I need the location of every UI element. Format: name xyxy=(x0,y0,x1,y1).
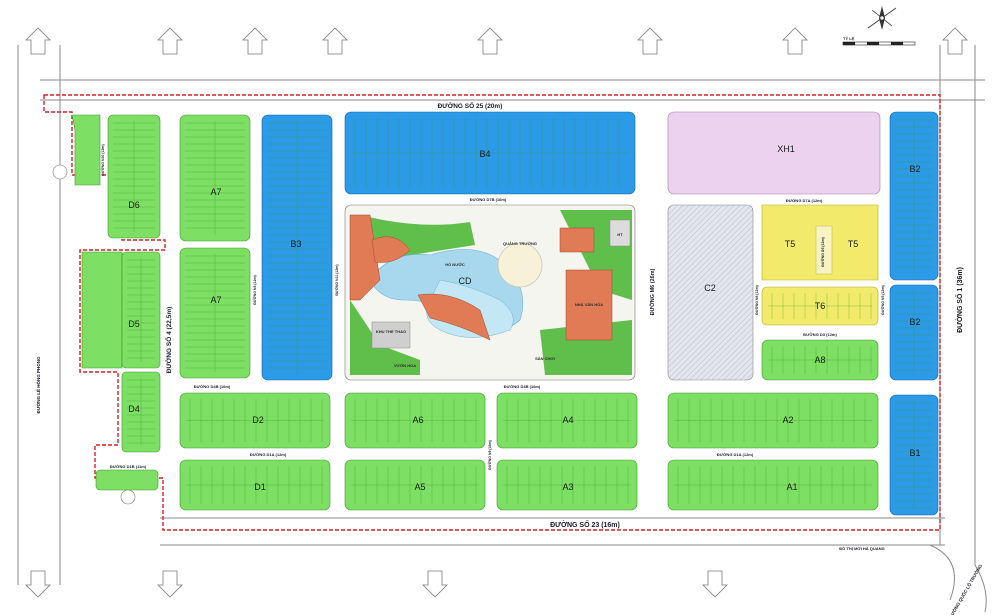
label-a6: A6 xyxy=(412,415,423,425)
road-arrow-up-icon xyxy=(157,27,183,55)
park-playground-label: SÂN CHƠI xyxy=(535,356,555,361)
road-d7a: ĐƯỜNG D7A (12m) xyxy=(786,198,823,203)
road-arrow-up-icon xyxy=(322,27,348,55)
road-arrow-up-icon xyxy=(637,27,663,55)
block-group-d7-d6 xyxy=(71,114,161,239)
road-d1a-right: ĐƯỜNG D1A (12m) xyxy=(717,452,754,457)
label-b1: B1 xyxy=(909,448,920,458)
road-n8: ĐƯỜNG N8 (12m) xyxy=(754,285,759,314)
label-b4: B4 xyxy=(479,149,490,159)
plaza xyxy=(497,242,543,288)
label-a8: A8 xyxy=(814,355,825,365)
road-d1b: ĐƯỜNG D1B (11m) xyxy=(110,464,147,469)
road-d7b: ĐƯỜNG D7B (16m) xyxy=(470,197,507,202)
block-group-d5-d4 xyxy=(81,251,161,491)
lot-grid xyxy=(113,118,933,509)
label-d5: D5 xyxy=(128,319,140,329)
label-b2-mid: B2 xyxy=(909,317,920,327)
road-arrows-top xyxy=(25,27,968,55)
road-n10: ĐƯỜNG N10 (12m) xyxy=(100,144,105,175)
road-d5: ĐƯỜNG D5 (12m) xyxy=(820,237,825,266)
road-n11: ĐƯỜNG N11 (12m) xyxy=(334,264,339,295)
site-boundary xyxy=(43,94,941,531)
label-a7-bottom: A7 xyxy=(210,295,221,305)
road-arrow-up-icon xyxy=(942,27,968,55)
central-park xyxy=(344,204,636,381)
compass-icon xyxy=(867,6,897,30)
road-d4b: ĐƯỜNG D4B (16m) xyxy=(504,384,541,389)
label-b2-top: B2 xyxy=(909,164,920,174)
block-c2 xyxy=(667,204,754,381)
label-d2: D2 xyxy=(252,415,264,425)
label-c2: C2 xyxy=(704,283,716,293)
label-a3: A3 xyxy=(562,482,573,492)
park-garden-label: VƯỜN HOA xyxy=(394,363,416,368)
park-plaza-label: QUẢNG TRƯỜNG xyxy=(503,241,537,246)
label-d6: D6 xyxy=(128,200,140,210)
road-arrow-down-icon xyxy=(422,570,448,598)
marker-d7 xyxy=(52,164,68,180)
road-n6: ĐƯỜNG N6 (12m) xyxy=(252,275,257,304)
label-d1: D1 xyxy=(254,482,266,492)
road-center-vertical: ĐƯỜNG M6 (26m) xyxy=(648,268,656,315)
road-d1a-left: ĐƯỜNG D1A (12m) xyxy=(250,452,287,457)
road-bottom-note: ĐÔ THỊ MỚI HÀ QUANG xyxy=(839,546,884,551)
scale-bar: TỶ LỆ xyxy=(842,36,916,46)
park-culture-label: NHÀ VĂN HÓA xyxy=(575,302,603,307)
label-t6: T6 xyxy=(815,301,826,311)
road-bottom-right-curve: ĐƯỜNG QUỐC LỘ TRƯỜNG xyxy=(946,562,983,615)
label-t5-right: T5 xyxy=(848,239,859,249)
road-left-main: ĐƯỜNG LÊ HỒNG PHONG xyxy=(34,356,41,414)
road-arrow-up-icon xyxy=(242,27,268,55)
label-xh1: XH1 xyxy=(777,144,795,154)
road-arrow-up-icon xyxy=(477,27,503,55)
road-d4b-left: ĐƯỜNG D4B (16m) xyxy=(194,384,231,389)
road-arrow-down-icon xyxy=(157,570,183,598)
road-bottom: ĐƯỜNG SỐ 23 (16m) xyxy=(550,519,620,529)
label-a2: A2 xyxy=(782,415,793,425)
road-top: ĐƯỜNG SỐ 25 (20m) xyxy=(438,100,503,110)
road-arrow-down-icon xyxy=(25,570,51,598)
block-labels: D7 D6 D5 D4 D3 A7 A7 B3 B4 CD C2 XH1 B2 … xyxy=(54,144,920,502)
marker-d3 xyxy=(120,489,136,505)
road-left-inner: ĐƯỜNG SỐ 4 (22,5m) xyxy=(163,307,173,374)
label-t5-left: T5 xyxy=(785,239,796,249)
park-labels: HỒ NƯỚC QUẢNG TRƯỜNG NHÀ VĂN HÓA KHU THỂ… xyxy=(376,232,623,368)
park-lake-label: HỒ NƯỚC xyxy=(445,262,465,267)
road-right: ĐƯỜNG SỐ 1 (36m) xyxy=(954,267,964,333)
road-arrow-up-icon xyxy=(25,27,51,55)
label-cd: CD xyxy=(459,276,472,286)
road-d3: ĐƯỜNG D3 (12m) xyxy=(803,332,837,337)
label-d4: D4 xyxy=(128,404,140,414)
road-n9: ĐƯỜNG N9 (16m) xyxy=(487,440,492,469)
label-a1: A1 xyxy=(786,482,797,492)
label-b3: B3 xyxy=(290,239,301,249)
label-a4: A4 xyxy=(562,415,573,425)
park-sports-label: KHU THỂ THAO xyxy=(376,329,406,334)
road-arrow-down-icon xyxy=(702,570,728,598)
block-xh1 xyxy=(667,111,881,195)
road-arrow-up-icon xyxy=(782,27,808,55)
label-a5: A5 xyxy=(414,482,425,492)
park-ht-label: HT xyxy=(617,232,623,237)
road-arrows-bottom xyxy=(25,570,728,598)
road-n5: ĐƯỜNG N5 (12m) xyxy=(880,285,885,314)
outer-roads xyxy=(17,45,987,613)
scale-label: TỶ LỆ xyxy=(843,36,855,41)
label-a7-top: A7 xyxy=(210,187,221,197)
